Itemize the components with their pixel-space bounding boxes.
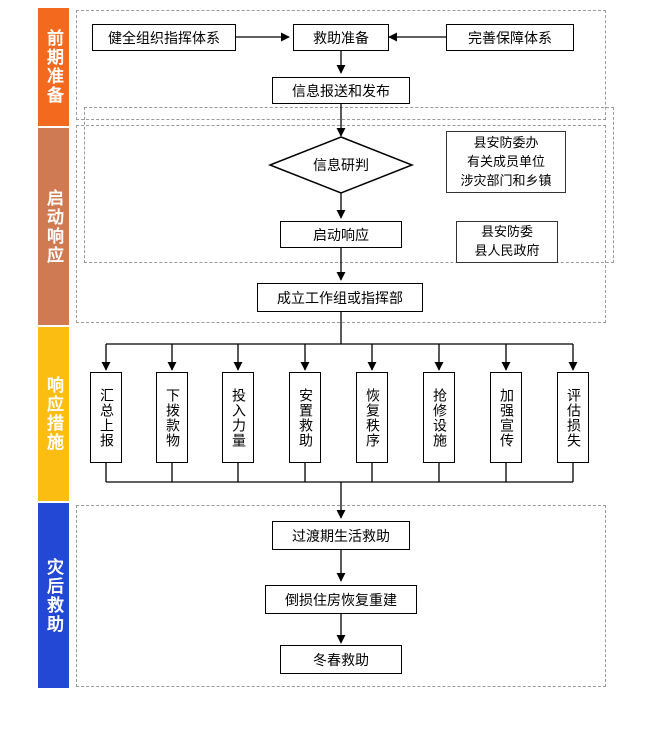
measure-box-8: 评估损失 [557, 372, 589, 463]
measure-text-7: 加强宣传 [498, 387, 514, 448]
measure-text-8: 评估损失 [565, 387, 581, 448]
winter-aid-box: 冬春救助 [280, 645, 402, 674]
start-response-box: 启动响应 [280, 221, 402, 248]
measure-box-6: 抢修设施 [423, 372, 455, 463]
measure-text-4: 安置救助 [297, 387, 313, 448]
house-rebuild-box: 倒损住房恢复重建 [265, 585, 417, 614]
start-party-2: 县人民政府 [474, 244, 540, 259]
stage-label-recovery-text: 灾后救助 [43, 557, 63, 634]
measure-box-5: 恢复秩序 [356, 372, 388, 463]
org-system-box: 健全组织指挥体系 [92, 24, 236, 51]
org-system-text: 健全组织指挥体系 [108, 30, 220, 47]
stage-label-prep: 前期准备 [38, 8, 69, 126]
set-up-group-box: 成立工作组或指挥部 [257, 283, 423, 312]
measure-text-1: 汇总上报 [98, 387, 114, 448]
analysis-party-2: 有关成员单位 [466, 154, 545, 170]
info-analysis-text: 信息研判 [313, 158, 369, 174]
analysis-parties-note: 县安防委办 有关成员单位 涉灾部门和乡镇 [446, 131, 566, 193]
measure-box-2: 下拨款物 [156, 372, 188, 463]
stage-label-measures: 响应措施 [38, 327, 69, 501]
start-party-1: 县安防委 [480, 225, 533, 240]
info-report-text: 信息报送和发布 [292, 83, 390, 100]
info-report-box: 信息报送和发布 [272, 77, 410, 104]
guarantee-system-text: 完善保障体系 [468, 30, 552, 47]
measure-text-5: 恢复秩序 [364, 387, 380, 448]
stage-label-prep-text: 前期准备 [43, 29, 63, 105]
start-parties-note: 县安防委 县人民政府 [456, 221, 558, 263]
house-rebuild-text: 倒损住房恢复重建 [285, 592, 397, 609]
start-response-text: 启动响应 [313, 227, 369, 244]
analysis-party-3: 涉灾部门和乡镇 [460, 173, 552, 189]
stage-label-start: 启动响应 [38, 128, 69, 325]
transition-aid-box: 过渡期生活救助 [272, 521, 410, 550]
measure-text-3: 投入力量 [230, 387, 246, 448]
measure-box-4: 安置救助 [289, 372, 321, 463]
info-analysis-diamond [267, 136, 415, 194]
guarantee-system-box: 完善保障体系 [446, 24, 574, 51]
rescue-prep-box: 救助准备 [293, 24, 389, 51]
measure-box-7: 加强宣传 [490, 372, 522, 463]
set-up-group-text: 成立工作组或指挥部 [277, 290, 403, 307]
stage-label-measures-text: 响应措施 [43, 376, 63, 452]
stage-label-recovery: 灾后救助 [38, 503, 69, 688]
analysis-party-1: 县安防委办 [473, 135, 539, 151]
measure-text-6: 抢修设施 [431, 387, 447, 448]
measure-box-3: 投入力量 [222, 372, 254, 463]
rescue-prep-text: 救助准备 [313, 30, 369, 47]
stage-label-start-text: 启动响应 [43, 188, 63, 265]
measure-text-2: 下拨款物 [164, 387, 180, 448]
transition-aid-text: 过渡期生活救助 [292, 528, 390, 545]
region-analysis [84, 107, 614, 263]
measure-box-1: 汇总上报 [90, 372, 122, 463]
info-analysis-label: 信息研判 [280, 154, 402, 176]
winter-aid-text: 冬春救助 [313, 652, 369, 669]
